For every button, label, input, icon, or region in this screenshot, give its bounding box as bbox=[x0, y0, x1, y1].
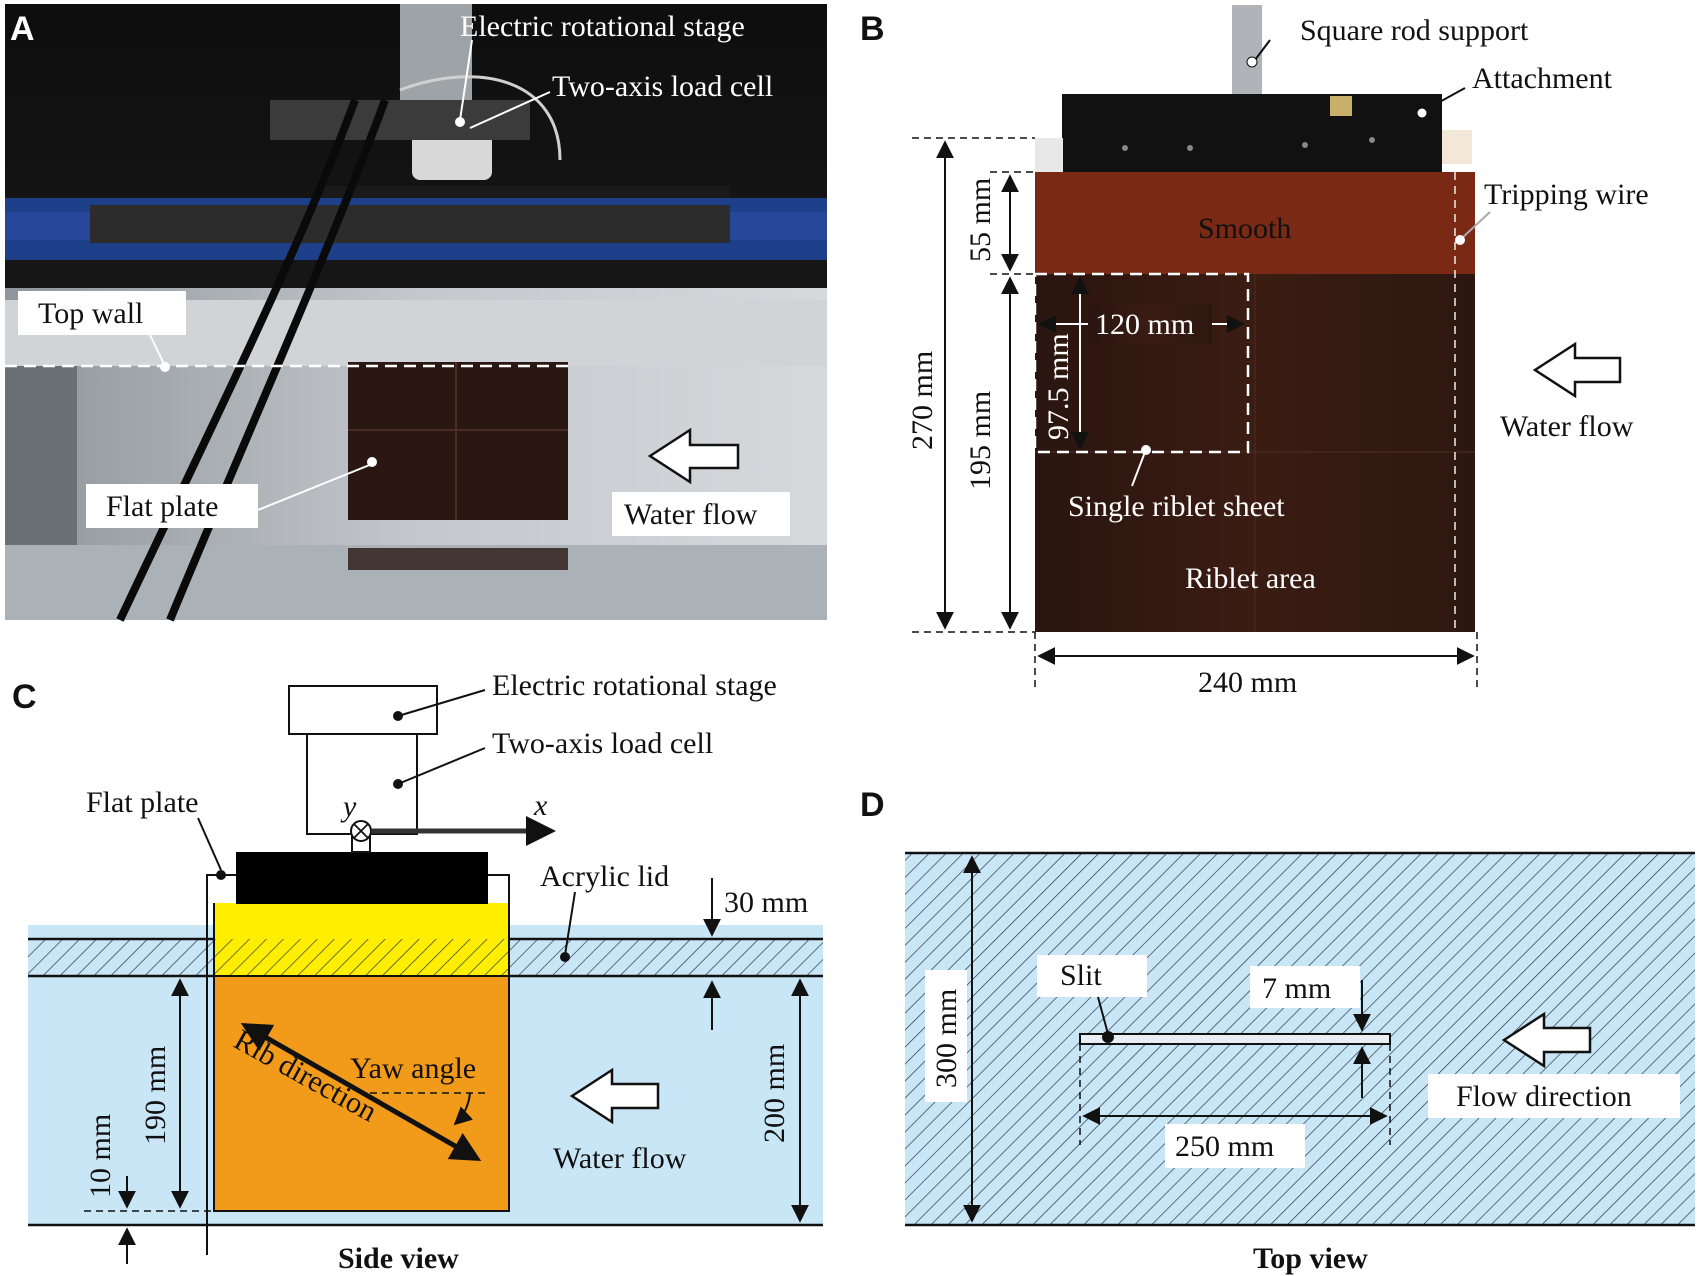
panel-b: B Square rod support Attachment Tripping… bbox=[860, 5, 1649, 699]
label-a-top-wall: Top wall bbox=[38, 297, 143, 330]
dim-d-slit-width: 7 mm bbox=[1262, 972, 1331, 1005]
c-flow-arrow bbox=[569, 1067, 660, 1125]
c-axis-x: x bbox=[533, 789, 548, 822]
label-b-smooth: Smooth bbox=[1198, 212, 1291, 245]
label-d-slit: Slit bbox=[1060, 959, 1102, 992]
c-adhesive bbox=[214, 903, 509, 940]
photo-bar bbox=[320, 186, 730, 198]
photo-mount bbox=[270, 100, 530, 140]
label-c-load-cell: Two-axis load cell bbox=[492, 727, 713, 760]
photo-flow-arrow bbox=[647, 427, 740, 485]
dim-c-plate-depth: 190 mm bbox=[139, 1046, 172, 1145]
d-flow-arrow bbox=[1501, 1011, 1592, 1069]
dim-b-sheet-height: 97.5 mm bbox=[1042, 333, 1075, 440]
label-a-water-flow: Water flow bbox=[624, 498, 758, 531]
dim-b-total-height: 270 mm bbox=[906, 351, 939, 450]
panel-d-letter: D bbox=[860, 786, 885, 824]
c-load-cell bbox=[306, 733, 418, 835]
dim-d-width: 300 mm bbox=[930, 989, 963, 1088]
label-a-load-cell: Two-axis load cell bbox=[552, 70, 773, 103]
panel-a: A Electric rotational stage Two-axis loa… bbox=[5, 4, 827, 622]
photo-plate-reflection bbox=[348, 548, 568, 570]
panel-c-letter: C bbox=[12, 678, 37, 716]
caption-d: Top view bbox=[1253, 1242, 1368, 1275]
label-b-attachment: Attachment bbox=[1472, 62, 1613, 95]
label-c-water-flow: Water flow bbox=[553, 1142, 687, 1175]
dim-b-smooth-height: 55 mm bbox=[964, 178, 997, 262]
cable-1 bbox=[116, 98, 359, 622]
c-stage bbox=[288, 685, 438, 735]
panel-c: C y x Electric rotational stage bbox=[12, 669, 823, 1275]
c-plate-bracket bbox=[206, 874, 510, 1255]
c-axis-y: y bbox=[340, 790, 357, 823]
panel-d: D Slit 7 mm 250 mm 300 mm Flow direction… bbox=[860, 786, 1695, 1275]
b-flow-arrow bbox=[1532, 341, 1622, 399]
dim-b-plate-width: 240 mm bbox=[1198, 666, 1297, 699]
dim-c-gap: 10 mm bbox=[84, 1114, 117, 1198]
label-a-stage: Electric rotational stage bbox=[460, 10, 745, 43]
label-c-flat-plate: Flat plate bbox=[86, 786, 198, 819]
label-b-water-flow: Water flow bbox=[1500, 410, 1634, 443]
smooth-region bbox=[1035, 172, 1475, 274]
cable-3 bbox=[399, 75, 562, 161]
label-b-single-sheet: Single riblet sheet bbox=[1068, 490, 1285, 523]
panel-b-letter: B bbox=[860, 10, 885, 48]
label-c-acrylic-lid: Acrylic lid bbox=[540, 860, 669, 893]
square-rod-support bbox=[1232, 5, 1262, 95]
dim-d-slit-length: 250 mm bbox=[1175, 1130, 1274, 1163]
attachment-block bbox=[1062, 94, 1442, 172]
label-c-stage: Electric rotational stage bbox=[492, 669, 777, 702]
label-b-tripping: Tripping wire bbox=[1484, 178, 1649, 211]
label-d-flow: Flow direction bbox=[1456, 1080, 1632, 1113]
d-slit bbox=[1079, 1033, 1391, 1045]
dim-c-channel-depth: 200 mm bbox=[758, 1044, 791, 1143]
c-adhesive-hatch bbox=[214, 939, 509, 976]
dim-c-lid: 30 mm bbox=[724, 886, 808, 919]
dim-b-sheet-width: 120 mm bbox=[1095, 308, 1194, 341]
photo-flat-plate bbox=[348, 362, 568, 520]
label-b-riblet-area: Riblet area bbox=[1185, 562, 1316, 595]
label-a-flat-plate: Flat plate bbox=[106, 490, 218, 523]
caption-c: Side view bbox=[338, 1242, 459, 1275]
label-c-yaw-angle: Yaw angle bbox=[350, 1052, 476, 1085]
c-rib-direction-arrow bbox=[240, 1023, 482, 1161]
cable-2 bbox=[166, 98, 389, 622]
dim-b-riblet-height: 195 mm bbox=[964, 391, 997, 490]
label-b-rod: Square rod support bbox=[1300, 14, 1529, 47]
panel-a-letter: A bbox=[10, 10, 35, 48]
linear-guide bbox=[90, 205, 730, 243]
honeycomb-screen bbox=[5, 366, 77, 566]
c-attachment bbox=[236, 852, 488, 904]
